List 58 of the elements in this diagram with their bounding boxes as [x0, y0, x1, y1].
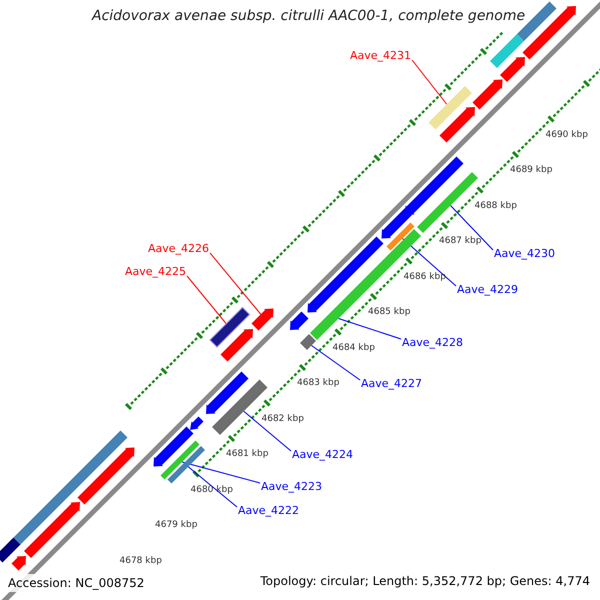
- gene-bar: [300, 334, 316, 350]
- title: Acidovorax avenae subsp. citrulli AAC00-1, complete genome: [92, 8, 526, 24]
- gene-feature: [12, 556, 26, 570]
- gene-feature: [220, 329, 253, 362]
- leader-line: [182, 462, 260, 484]
- gene-feature: [154, 426, 194, 466]
- gene-label: Aave_4225: [125, 265, 186, 278]
- gene-feature: [252, 308, 274, 330]
- gene-label: Aave_4224: [292, 448, 354, 461]
- position-label: 4690 kbp: [546, 130, 588, 140]
- leader-line: [186, 276, 227, 324]
- position-label: 4688 kbp: [474, 200, 517, 210]
- leader-line: [338, 318, 402, 340]
- gene-bar: [160, 440, 200, 480]
- gene-feature: [206, 372, 248, 414]
- gene-bar: [490, 34, 524, 68]
- leader-line: [188, 466, 238, 508]
- gene-bar: [428, 86, 472, 130]
- gene-feature: [382, 208, 412, 238]
- gene-bar: [168, 446, 205, 484]
- position-label: 4686 kbp: [404, 272, 446, 282]
- gene-label: Aave_4226: [148, 242, 210, 255]
- gene-feature: [78, 448, 134, 504]
- position-label: 4680 kbp: [190, 484, 233, 494]
- leader-line: [210, 252, 262, 315]
- position-label: 4683 kbp: [297, 378, 340, 388]
- position-label: 4679 kbp: [155, 520, 198, 530]
- gene-feature: [472, 80, 502, 110]
- gene-label: Aave_4229: [457, 283, 518, 296]
- gene-feature: [522, 6, 576, 60]
- position-label: 4684 kbp: [332, 342, 375, 352]
- position-label: 4687 kbp: [439, 236, 482, 246]
- leader-line: [450, 205, 494, 250]
- gene-label: Aave_4223: [261, 480, 322, 493]
- leader-line: [311, 345, 360, 380]
- gene-bar: [14, 430, 128, 544]
- gene-bar: [0, 538, 20, 562]
- gene-label: Aave_4228: [402, 336, 464, 349]
- gene-bar: [209, 306, 250, 348]
- gene-feature: [500, 57, 525, 82]
- gene-label: Aave_4231: [350, 49, 412, 62]
- leader-line: [412, 60, 448, 105]
- gene-bar: [386, 222, 414, 250]
- gene-feature: [405, 156, 464, 215]
- gene-feature: [440, 107, 475, 142]
- gene-label: Aave_4227: [361, 377, 422, 390]
- gene-feature: [190, 416, 204, 430]
- gene-label: Aave_4230: [494, 247, 556, 260]
- gene-label: Aave_4222: [238, 504, 300, 517]
- position-label: 4682 kbp: [262, 414, 304, 424]
- position-label: 4689 kbp: [510, 165, 552, 175]
- gene-feature: [24, 502, 80, 558]
- position-label: 4685 kbp: [368, 307, 410, 317]
- position-label: 4678 kbp: [120, 556, 162, 566]
- position-label: 4681 kbp: [226, 449, 268, 459]
- leader-line: [402, 238, 456, 286]
- genome-summary: Topology: circular; Length: 5,352,772 bp; Genes: 4,774: [260, 574, 590, 588]
- gene-feature: [290, 312, 308, 330]
